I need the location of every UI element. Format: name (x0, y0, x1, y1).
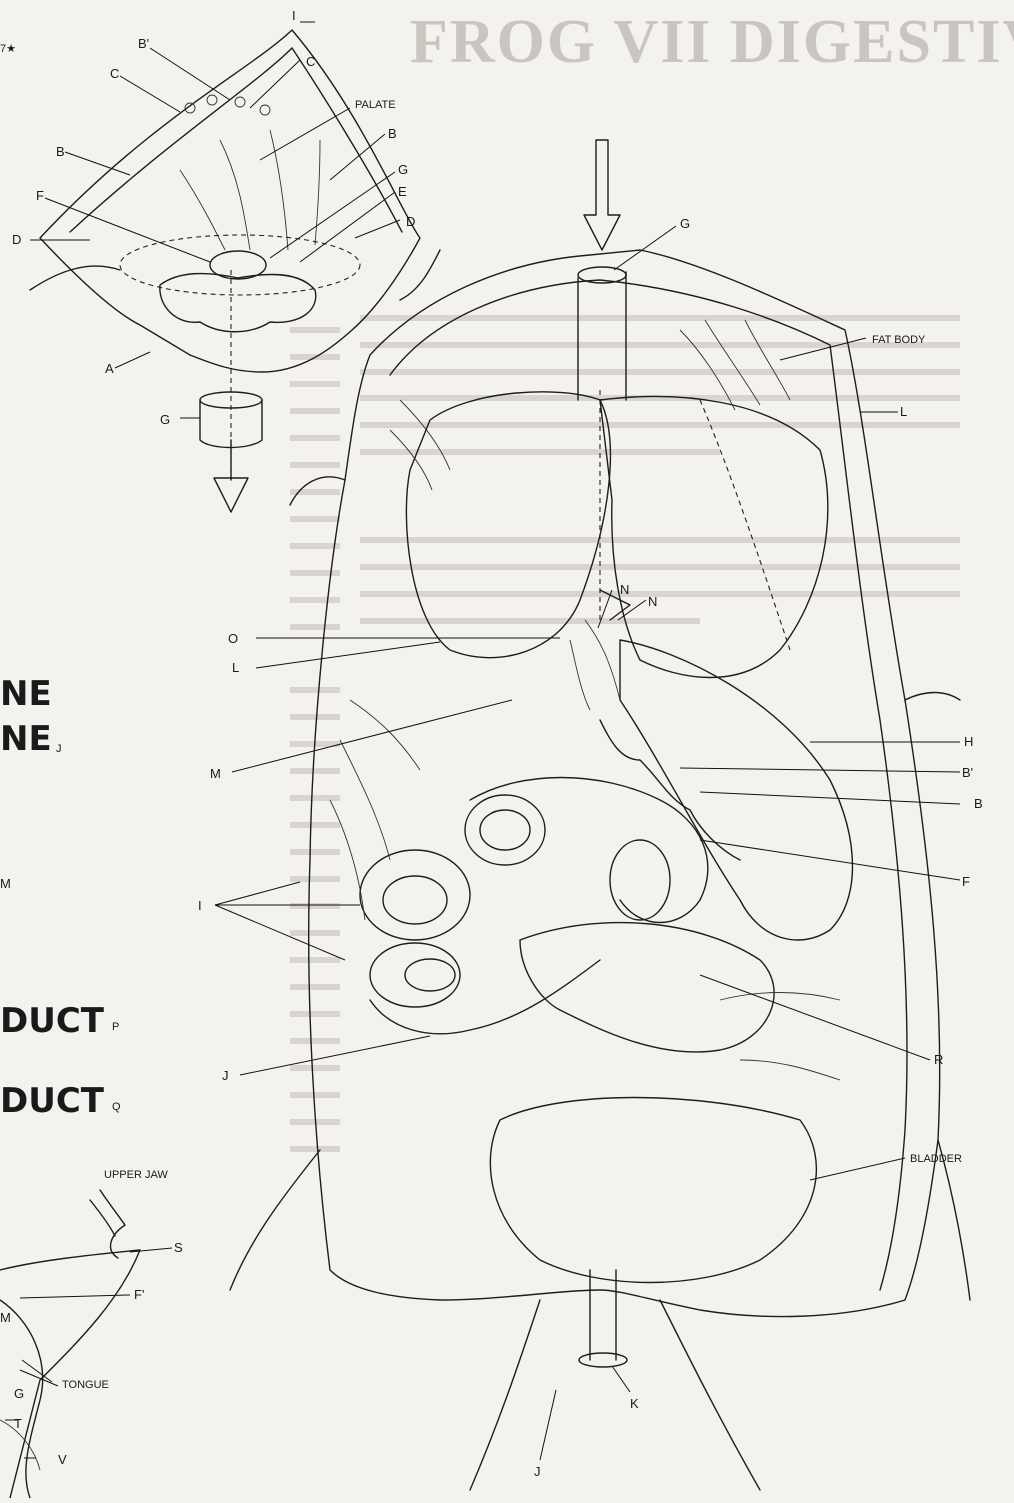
label-T: T (14, 1416, 22, 1431)
heading-duct-2: DUCT (0, 1081, 105, 1121)
tongue-mass (160, 274, 316, 332)
left-column: NE NE J M DUCT P DUCT Q (0, 674, 121, 1121)
label-O: O (228, 631, 238, 646)
cloaca (590, 1270, 616, 1360)
label-V: V (58, 1452, 67, 1467)
mouth-leader-lines (30, 22, 400, 418)
label-M-tongue: M (0, 1310, 11, 1325)
label-D-right: D (406, 214, 415, 229)
label-G-main: G (680, 216, 690, 231)
large-intestine (520, 923, 774, 1052)
label-A: A (105, 361, 114, 376)
heading-ne-2-sub: J (56, 743, 62, 755)
label-N-right: N (648, 594, 657, 609)
stomach (620, 640, 853, 940)
label-E: E (398, 184, 407, 199)
liver-dashed-edge (700, 400, 790, 650)
palate-ridges (180, 130, 320, 250)
label-B-prime-mouth: B' (138, 36, 149, 51)
left-thigh (470, 1300, 540, 1490)
heading-duct-1-sub: P (112, 1021, 119, 1033)
right-thigh (660, 1300, 760, 1490)
label-fat-body: FAT BODY (872, 334, 926, 346)
label-K: K (630, 1396, 639, 1411)
label-D-left: D (12, 232, 21, 247)
label-F-prime: F' (134, 1287, 144, 1302)
right-jaw-flap (400, 250, 440, 300)
star-label: 7★ (0, 43, 16, 55)
heading-ne-2: NE (0, 719, 52, 759)
label-upper-jaw: UPPER JAW (104, 1169, 168, 1181)
small-intestine-coils (360, 795, 670, 1034)
cloacal-opening (579, 1353, 627, 1367)
tongue-leader-lines (5, 1248, 172, 1458)
label-M-main: M (210, 766, 221, 781)
label-L-right: L (900, 404, 907, 419)
label-G-tongue: G (14, 1386, 24, 1401)
tongue-figure: UPPER JAW S F' M TONGUE G T V (0, 1169, 183, 1498)
label-F-main: F (962, 874, 970, 889)
label-N-left: N (620, 582, 629, 597)
body-wall-outline (309, 250, 940, 1317)
mouth-cavity-figure: 7★ I B' C C PALATE B B G E F D D A G (0, 8, 440, 512)
right-skin-flap (905, 693, 960, 701)
label-C-left: C (110, 66, 119, 81)
label-F-mouth: F (36, 188, 44, 203)
label-C-right: C (306, 54, 315, 69)
esophagus (578, 272, 626, 400)
heading-duct-2-sub: Q (112, 1101, 121, 1113)
heading-ne-1: NE (0, 674, 52, 714)
label-L-left: L (232, 660, 239, 675)
label-B-right: B (388, 126, 397, 141)
label-bladder: BLADDER (910, 1153, 962, 1165)
label-B-left: B (56, 144, 65, 159)
heading-duct-1: DUCT (0, 1001, 105, 1041)
liver-left-lobe (406, 392, 610, 658)
upper-jaw-curve (100, 1190, 125, 1258)
label-B-prime-main: B' (962, 765, 973, 780)
left-jaw-flap (30, 266, 120, 290)
upper-jaw-inner (70, 48, 292, 232)
down-arrow-icon (214, 478, 248, 512)
label-B-main: B (974, 796, 983, 811)
label-I-main: I (198, 898, 202, 913)
label-G-mouth-bottom: G (160, 412, 170, 427)
label-R: R (934, 1052, 943, 1067)
upper-jaw-inner-right (292, 48, 402, 232)
left-leg-edge (230, 1150, 320, 1290)
body-wall-inner (390, 280, 907, 1290)
left-M-label: M (0, 876, 11, 891)
label-palate: PALATE (355, 99, 396, 111)
bile-ducts (570, 620, 620, 710)
label-H: H (964, 734, 973, 749)
label-J-bottom: J (534, 1464, 541, 1479)
down-arrow-icon (584, 140, 620, 250)
label-S: S (174, 1240, 183, 1255)
page-title: FROG VII DIGESTIVE SYSTEM (410, 8, 1014, 76)
label-G-mouth-top: G (398, 162, 408, 177)
label-J-side: J (222, 1068, 229, 1083)
label-tongue: TONGUE (62, 1379, 109, 1391)
pancreas (600, 720, 740, 860)
urinary-bladder (490, 1098, 816, 1283)
tongue-outline (0, 1250, 140, 1498)
label-I-top: I (292, 8, 296, 23)
